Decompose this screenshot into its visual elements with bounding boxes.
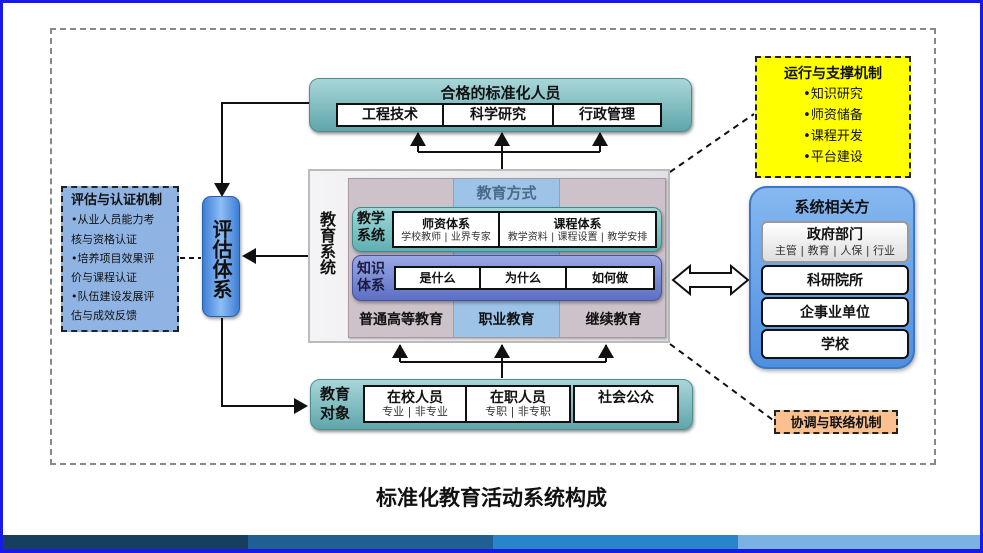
personnel-item-research: 科学研究 [442,103,554,127]
knowledge-system-label: 知识体系 [357,261,385,294]
stakeholders-title: 系统相关方 [794,198,870,216]
target-students-cell: 在校人员 专业 | 非专业 [363,385,467,423]
knowledge-why-cell: 为什么 [479,266,567,290]
evaluation-mechanism-line: 核与资格认证 [71,233,137,246]
target-public-cell: 社会公众 [573,385,679,423]
outer-dashed-boundary [50,28,936,465]
education-mode-header: 教育方式 [476,184,537,202]
stakeholder-government: 政府部门 主管 | 教育 | 人保 | 行业 [761,221,909,263]
education-targets-label: 教育对象 [320,385,351,422]
slide-title: 标准化教育活动系统构成 [376,486,607,510]
stakeholder-schools: 学校 [761,329,909,359]
qualified-personnel-title: 合格的标准化人员 [440,84,561,102]
footer-bar-segment-2 [248,535,493,549]
evaluation-mechanism-box: 评估与认证机制 •从业人员能力考 核与资格认证 •培养项目效果评 价与课程认证 … [61,186,179,332]
coordination-mechanism-title: 协调与联络机制 [790,416,882,431]
education-system-box: 教育系统 教育方式 教学系统 师资体系 学校教师 | 业界专家 课程体系 教学资… [308,169,670,343]
personnel-item-admin: 行政管理 [552,103,662,127]
footer-bar-segment-4 [738,535,980,549]
qualified-personnel-box: 合格的标准化人员 工程技术 科学研究 行政管理 [309,78,692,132]
stakeholders-box: 系统相关方 政府部门 主管 | 教育 | 人保 | 行业 科研院所 企事业单位 … [749,186,915,369]
knowledge-system-row: 知识体系 是什么 为什么 如何做 [352,255,662,301]
footer-bar-segment-3 [493,535,738,549]
stakeholder-enterprises: 企事业单位 [761,297,909,327]
evaluation-mechanism-line: •培养项目效果评 [71,252,155,265]
evaluation-mechanism-line: 估与成效反馈 [71,309,137,322]
teacher-system-cell: 师资体系 学校教师 | 业界专家 [392,211,500,248]
footer-bar-segment-1 [3,535,248,549]
evaluation-mechanism-title: 评估与认证机制 [71,193,163,208]
support-mechanism-box: 运行与支撑机制 •知识研究 •师资储备 •课程开发 •平台建设 [755,56,911,178]
coordination-mechanism-box: 协调与联络机制 [774,410,898,434]
personnel-item-engineering: 工程技术 [336,103,444,127]
evaluation-system-box: 评估体系 [202,196,240,317]
curriculum-system-cell: 课程体系 教学资料 | 课程设置 | 教学安排 [498,211,657,248]
education-system-inner: 教育方式 教学系统 师资体系 学校教师 | 业界专家 课程体系 教学资料 | 课… [348,178,666,338]
evaluation-mechanism-line: •队伍建设发展评 [71,290,155,303]
support-mechanism-item: •平台建设 [803,150,863,165]
education-targets-box: 教育对象 在校人员 专业 | 非专业 在职人员 专职 | 非专职 社会公众 [310,379,693,430]
education-type-general: 普通高等教育 [359,312,443,328]
knowledge-how-cell: 如何做 [565,266,655,290]
evaluation-system-label: 评估体系 [209,219,233,299]
knowledge-what-cell: 是什么 [394,266,481,290]
support-mechanism-item: •师资储备 [803,108,863,123]
evaluation-mechanism-line: •从业人员能力考 [71,213,155,226]
support-mechanism-item: •课程开发 [803,129,863,144]
stakeholder-research-institutes: 科研院所 [761,265,909,295]
target-employees-cell: 在职人员 专职 | 非专职 [465,385,571,423]
teaching-system-row: 教学系统 师资体系 学校教师 | 业界专家 课程体系 教学资料 | 课程设置 |… [352,207,662,252]
education-type-vocational: 职业教育 [478,312,535,328]
evaluation-mechanism-line: 价与课程认证 [71,271,137,284]
support-mechanism-item: •知识研究 [803,87,863,102]
education-type-continuing: 继续教育 [585,312,642,328]
education-system-label: 教育系统 [317,211,336,275]
support-mechanism-title: 运行与支撑机制 [784,66,882,82]
teaching-system-label: 教学系统 [357,211,385,244]
